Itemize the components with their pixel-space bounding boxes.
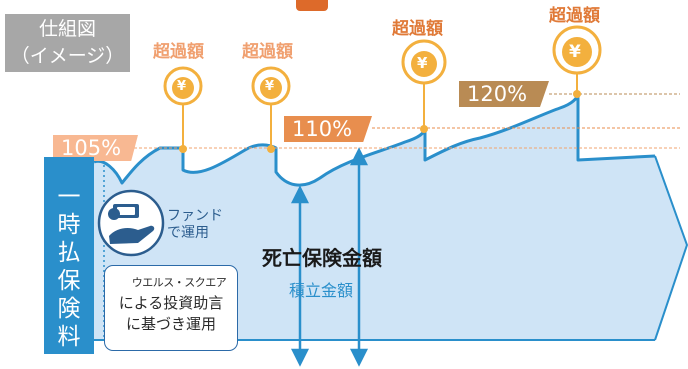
accumulated-value-curve (93, 91, 656, 187)
yen-bag-icon (251, 66, 291, 106)
premium-char: 保 (57, 268, 81, 294)
advisor-brand: ウエルス・スクエア (131, 276, 227, 289)
premium-char: 料 (57, 324, 81, 350)
advice-line1: による投資助言 (118, 294, 224, 312)
threshold-tag-105: 105% (53, 135, 138, 161)
yen-bag-icon (552, 25, 602, 75)
accumulated-value-area (94, 93, 687, 340)
yen-bag-icon (401, 39, 447, 85)
excess-label: 超過額 (242, 42, 293, 62)
excess-label: 超過額 (549, 6, 600, 26)
death-benefit-arrow (290, 185, 310, 367)
threshold-tag-120: 120% (459, 81, 549, 107)
diagram-title-line1: 仕組図 (38, 18, 96, 40)
premium-char: 時 (57, 212, 81, 238)
diagram-title-line2: （イメージ） (10, 45, 125, 67)
yen-symbol: ¥ (177, 79, 187, 94)
excess-label: 超過額 (392, 19, 443, 39)
fund-hand-icon (97, 189, 165, 257)
investment-advice-box: ウエルス・スクエア による投資助言 に基づき運用 (104, 265, 238, 351)
fund-line2: で運用 (167, 225, 209, 241)
death-benefit-label: 死亡保険金額 (262, 246, 382, 270)
advice-line2: に基づき運用 (125, 315, 216, 333)
yen-symbol: ¥ (417, 54, 428, 72)
diagram-title: 仕組図 （イメージ） (5, 14, 130, 72)
fund-management-text: ファンド で運用 (167, 208, 223, 242)
accumulated-amount-label: 積立金額 (289, 281, 354, 300)
top-tab-marker (296, 0, 328, 11)
single-premium-bar: 一 時 払 保 険 料 (44, 157, 94, 354)
yen-symbol: ¥ (265, 79, 275, 94)
excess-label: 超過額 (153, 42, 204, 62)
threshold-tag-110: 110% (284, 116, 372, 142)
accumulated-arrow (349, 147, 369, 367)
premium-char: 払 (57, 240, 81, 266)
premium-char: 一 (57, 184, 81, 210)
yen-symbol: ¥ (569, 42, 581, 62)
area-arrow-outline (654, 155, 688, 341)
fund-line1: ファンド (167, 208, 223, 224)
premium-char: 険 (57, 296, 81, 322)
yen-bag-icon (163, 66, 203, 106)
